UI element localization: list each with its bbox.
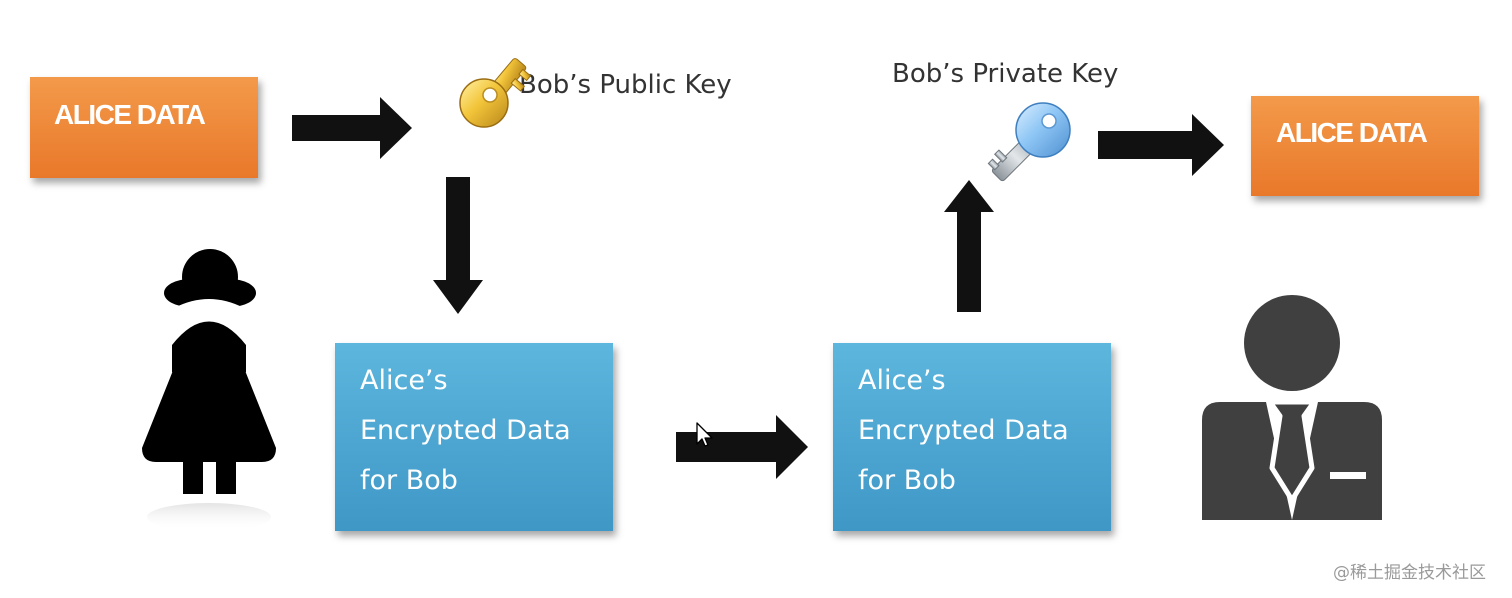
businessman-icon [1202, 295, 1382, 520]
alice-data-label-right: ALICE DATA [1276, 117, 1428, 148]
alice-data-box-left: ALICE DATA [30, 77, 258, 178]
encrypted-data-box-right: Alice’s Encrypted Data for Bob [833, 343, 1111, 531]
arrow-right-icon [676, 415, 808, 479]
arrow-up-icon [944, 180, 994, 312]
encrypted-line-3: for Bob [360, 465, 458, 496]
encrypted-line-2: Encrypted Data [360, 415, 571, 446]
arrow-right-icon [1098, 114, 1224, 176]
gold-key-icon [459, 58, 532, 128]
arrow-down-icon [433, 177, 483, 314]
alice-data-box-right: ALICE DATA [1251, 96, 1479, 196]
public-key-label: Bob’s Public Key [519, 70, 732, 100]
encrypted-line-3: for Bob [858, 465, 956, 496]
alice-data-label-left: ALICE DATA [54, 98, 206, 130]
arrow-right-icon [292, 97, 412, 159]
encrypted-line-1: Alice’s [858, 365, 946, 396]
encrypted-line-2: Encrypted Data [858, 415, 1069, 446]
private-key-label: Bob’s Private Key [892, 59, 1119, 89]
blue-key-icon [987, 102, 1071, 182]
encrypted-data-box-left: Alice’s Encrypted Data for Bob [335, 343, 613, 531]
encrypted-line-1: Alice’s [360, 365, 448, 396]
woman-icon [142, 249, 276, 531]
watermark: @稀土掘金技术社区 [1333, 563, 1486, 583]
mouse-cursor-icon [696, 422, 713, 447]
